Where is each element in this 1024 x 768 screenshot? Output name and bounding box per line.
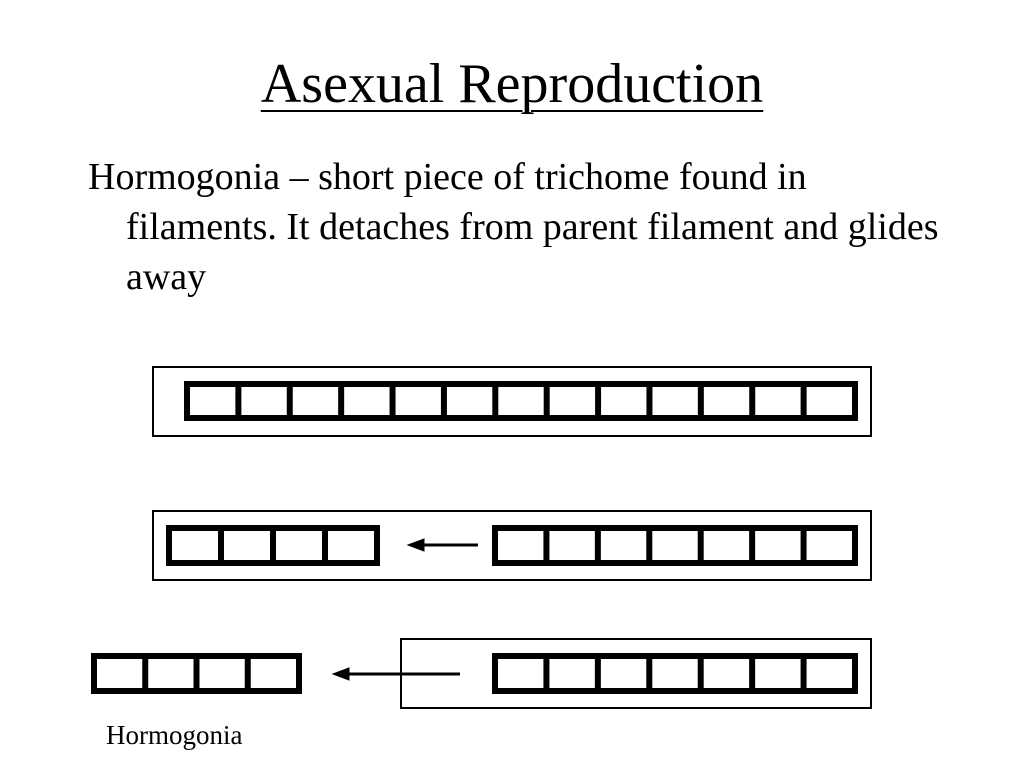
trichome-stage-1: [184, 381, 858, 421]
trichome-stage-2: [492, 525, 858, 566]
movement-arrow-stage-2-head: [406, 538, 425, 552]
sheath-stage-3: [400, 638, 872, 709]
hormogonia-caption: Hormogonia: [106, 720, 243, 750]
sheath-stage-2: [152, 510, 872, 581]
slide-title: Asexual Reproduction: [260, 53, 764, 115]
movement-arrow-stage-3-head: [331, 667, 350, 681]
sheath-stage-1: [152, 366, 872, 437]
slide-body-text: Hormogonia – short piece of trichome fou…: [88, 156, 939, 298]
trichome-stage-3: [492, 653, 858, 694]
